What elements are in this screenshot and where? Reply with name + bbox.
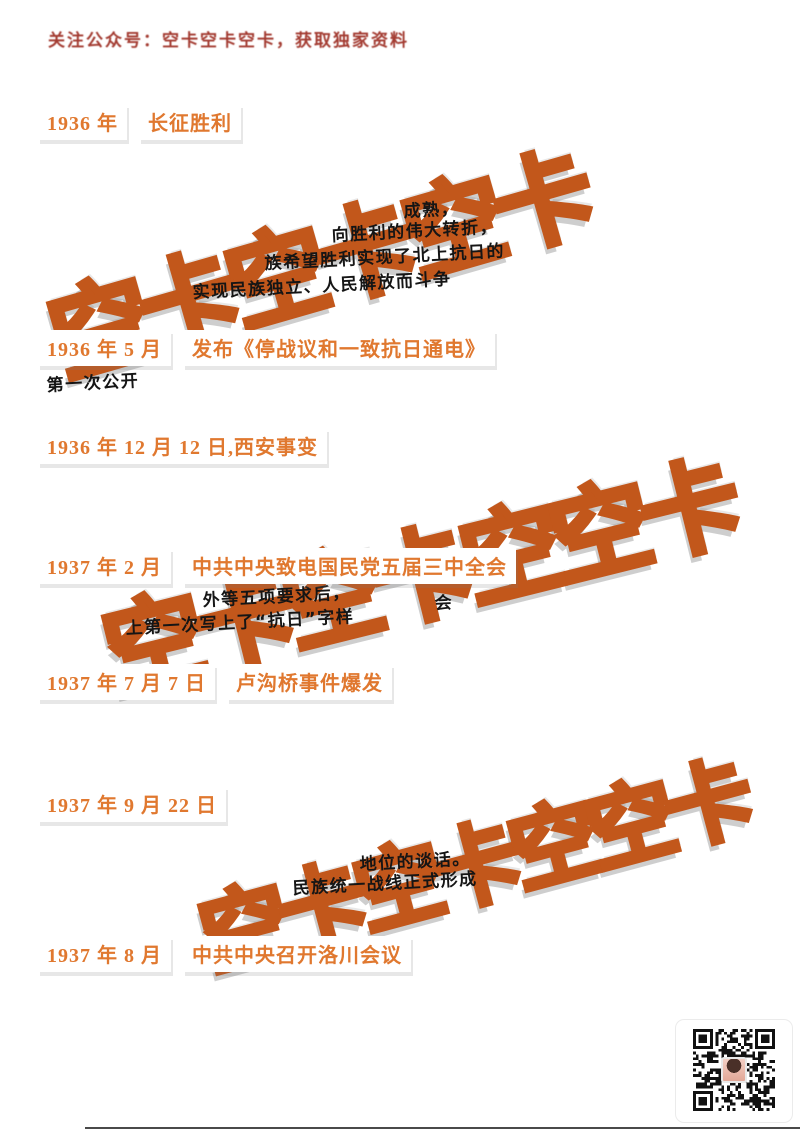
heading-title: 中共中央致电国民党五届三中全会 bbox=[183, 548, 516, 584]
heading-title: 中共中央召开洛川会议 bbox=[183, 936, 411, 972]
qr-code-icon bbox=[693, 1029, 775, 1111]
timeline-heading-1937-08: 1937 年 8 月中共中央召开洛川会议 bbox=[38, 936, 411, 972]
timeline-heading-1936-05: 1936 年 5 月发布《停战议和一致抗日通电》 bbox=[38, 330, 495, 366]
body-text-fragment: 第一次公开 bbox=[46, 371, 140, 396]
timeline-heading-1937-07-07: 1937 年 7 月 7 日卢沟桥事件爆发 bbox=[38, 664, 392, 700]
heading-date: 1937 年 9 月 22 日 bbox=[38, 786, 226, 822]
heading-date: 1936 年 bbox=[38, 104, 127, 140]
header-note: 关注公众号：空卡空卡空卡，获取独家资料 bbox=[48, 31, 409, 51]
heading-date: 1936 年 5 月 bbox=[38, 330, 171, 366]
heading-date: 1937 年 7 月 7 日 bbox=[38, 664, 215, 700]
person-avatar-icon bbox=[721, 1057, 747, 1083]
heading-title: 卢沟桥事件爆发 bbox=[227, 664, 392, 700]
heading-date: 1937 年 2 月 bbox=[38, 548, 171, 584]
timeline-heading-1937-02: 1937 年 2 月中共中央致电国民党五届三中全会 bbox=[38, 548, 516, 584]
heading-title: 长征胜利 bbox=[139, 104, 241, 140]
timeline-heading-1936: 1936 年长征胜利 bbox=[38, 104, 241, 140]
heading-date: 1936 年 12 月 12 日,西安事变 bbox=[38, 428, 327, 464]
heading-title: 发布《停战议和一致抗日通电》 bbox=[183, 330, 495, 366]
heading-date: 1937 年 8 月 bbox=[38, 936, 171, 972]
page-edge-line bbox=[85, 1127, 800, 1129]
timeline-heading-1936-12-12: 1936 年 12 月 12 日,西安事变 bbox=[38, 428, 327, 464]
qr-card bbox=[676, 1020, 792, 1122]
timeline-heading-1937-09-22: 1937 年 9 月 22 日 bbox=[38, 786, 226, 822]
body-text-fragment: 会 bbox=[434, 593, 454, 614]
